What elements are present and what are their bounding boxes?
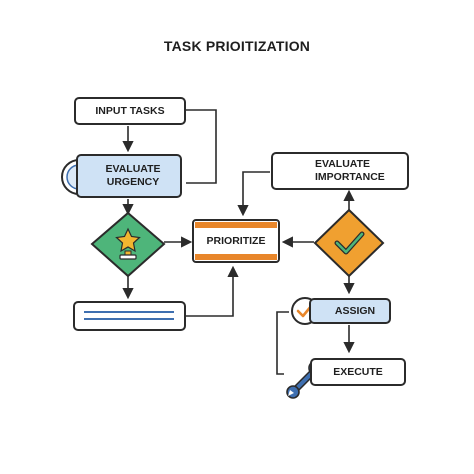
evaluate-urgency-box: EVALUATE URGENCY <box>76 154 182 198</box>
evaluate-urgency-line-2: URGENCY <box>106 176 160 188</box>
evaluate-importance-line-2: IMPORTANCE <box>315 171 385 183</box>
evaluate-importance-label: EVALUATE IMPORTANCE <box>315 158 385 184</box>
prioritize-stripes <box>192 219 280 263</box>
assign-label: ASSIGN <box>334 304 376 317</box>
input-tasks-label: INPUT TASKS <box>95 104 165 117</box>
evaluate-urgency-line-1: EVALUATE <box>105 163 161 175</box>
star-diamond <box>90 211 166 278</box>
evaluate-importance-line-1: EVALUATE <box>315 158 371 170</box>
arrow-notes-to-prioritize <box>185 265 239 317</box>
input-tasks-box: INPUT TASKS <box>74 97 186 125</box>
execute-label: EXECUTE <box>333 365 383 378</box>
connector-input-loop <box>186 109 217 184</box>
notes-box <box>73 301 186 331</box>
arrow-importance-to-prioritize <box>237 171 270 217</box>
check-diamond <box>313 208 385 278</box>
assign-box: ASSIGN <box>309 298 391 324</box>
connectors <box>122 109 355 375</box>
prioritize-box: PRIORITIZE <box>193 229 279 253</box>
evaluate-importance-box: EVALUATE IMPORTANCE <box>271 152 409 190</box>
diagram-title: TASK PRIOITIZATION <box>163 38 311 54</box>
prioritize-label: PRIORITIZE <box>206 234 266 247</box>
arrow-assign-to-wrench <box>276 311 289 375</box>
execute-box: EXECUTE <box>310 358 406 386</box>
star-trophy-icon <box>115 227 141 260</box>
evaluate-urgency-label: EVALUATE URGENCY <box>105 163 160 189</box>
